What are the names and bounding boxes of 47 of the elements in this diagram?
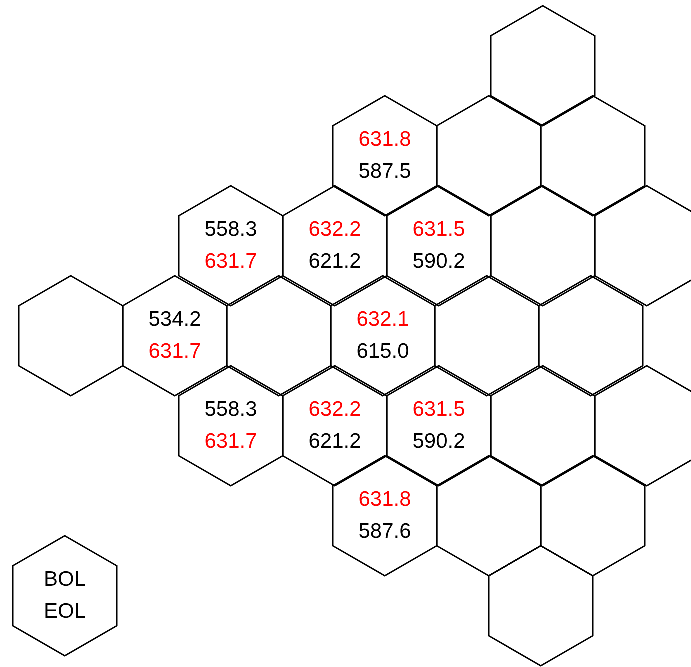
hexagon-cell: [387, 186, 491, 306]
value-text: 558.3: [204, 216, 258, 243]
hexagon-cell: [595, 366, 691, 486]
value-text: 590.2: [412, 428, 466, 455]
hexagon-cell: [283, 366, 387, 486]
value-text: 587.5: [358, 158, 412, 185]
value-text: 590.2: [412, 248, 466, 275]
hexagon-cell: [491, 186, 595, 306]
hexagon-cell: [333, 96, 437, 216]
value-text: 631.5: [412, 396, 466, 423]
value-text: EOL: [44, 599, 86, 625]
hexagon-cell: [387, 366, 491, 486]
value-text: 632.2: [308, 216, 362, 243]
hexagon-cell: [489, 546, 593, 666]
value-text: 631.7: [204, 248, 258, 275]
hexagon-cell: [227, 276, 331, 396]
value-text: 631.7: [204, 428, 258, 455]
hexagon-cell: [541, 96, 645, 216]
hexagon-cell: [13, 536, 117, 656]
hexagon-cell: [123, 276, 227, 396]
value-text: 558.3: [204, 396, 258, 423]
value-text: 621.2: [308, 428, 362, 455]
hexagon-cell: [491, 366, 595, 486]
value-text: 631.7: [148, 338, 202, 365]
value-text: 632.1: [356, 306, 410, 333]
value-text: BOL: [44, 567, 86, 593]
hexagon-cell: [179, 186, 283, 306]
value-text: 587.6: [358, 518, 412, 545]
hexagon-cell: [331, 276, 435, 396]
value-text: 621.2: [308, 248, 362, 275]
hexagon-cell: [539, 276, 643, 396]
hexagon-cell: [437, 96, 541, 216]
hexagon-cell: [19, 276, 123, 396]
hexagon-cell: [595, 186, 691, 306]
value-text: 631.8: [358, 486, 412, 513]
hexagon-cell: [179, 366, 283, 486]
value-text: 632.2: [308, 396, 362, 423]
value-text: 615.0: [356, 338, 410, 365]
hexagon-cell: [541, 456, 645, 576]
hexagon-cell: [437, 456, 541, 576]
hexagon-cell: [283, 186, 387, 306]
value-text: 631.8: [358, 126, 412, 153]
hexagon-cell: [491, 6, 595, 126]
hexagon-cell: [435, 276, 539, 396]
value-text: 534.2: [148, 306, 202, 333]
value-text: 631.5: [412, 216, 466, 243]
hexagon-cell: [333, 456, 437, 576]
